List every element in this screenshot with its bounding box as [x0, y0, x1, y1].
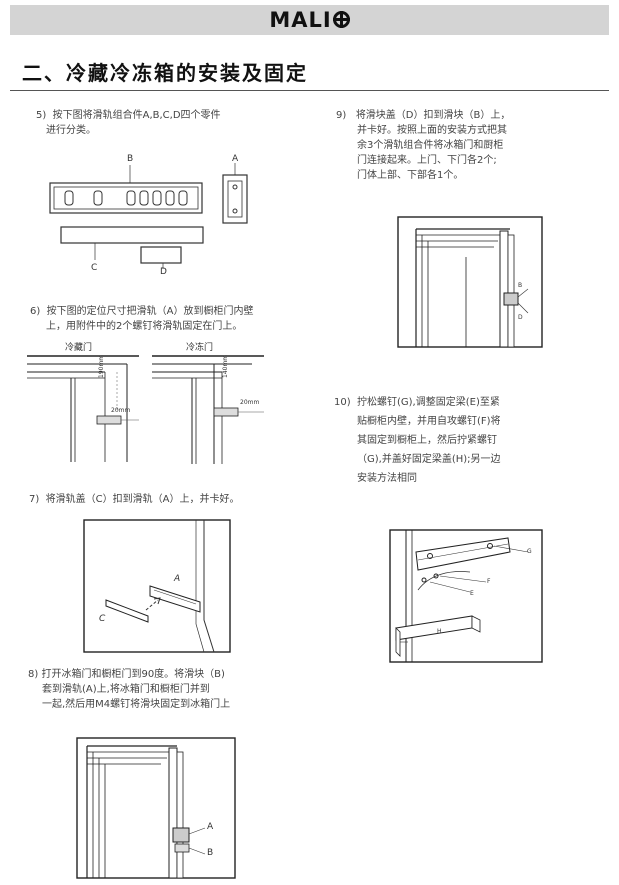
parts-figure: [49, 163, 248, 269]
slider-mount-figure: [76, 737, 236, 879]
step-text: 进行分类。: [46, 125, 96, 136]
step-10: 10) 拧松螺钉(G),调整固定梁(E)至紧 贴橱柜内壁，并用自攻螺钉(F)将 …: [334, 393, 501, 488]
door-position-figure-left: [27, 355, 139, 462]
step-number: 7): [29, 494, 40, 505]
step-text: 按下图将滑轨组合件A,B,C,D四个零件: [52, 110, 221, 121]
fig9-label-d: D: [518, 314, 523, 321]
step-text: 一起,然后用M4螺钉将滑块固定到冰箱门上: [42, 699, 231, 710]
step-6: 6) 按下图的定位尺寸把滑轨（A）放到橱柜门内壁 上，用附件中的2个螺钉将滑轨固…: [30, 304, 253, 334]
freezer-door-label: 冷冻门: [186, 343, 214, 353]
step-text: 拧松螺钉(G),调整固定梁(E)至紧: [357, 397, 500, 408]
header-bar: MALI: [10, 5, 609, 35]
slide-cover-figure: [83, 519, 231, 653]
brand-logo: MALI: [10, 8, 609, 32]
brand-text: MALI: [269, 8, 332, 32]
fig7-label-c: C: [99, 614, 106, 624]
step-number: 8): [28, 669, 39, 680]
step-text: 将滑块盖（D）扣到滑块（B）上，: [355, 110, 511, 121]
fig8-label-b: B: [207, 848, 214, 858]
step-text: 将滑轨盖（C）扣到滑轨（A）上，并卡好。: [45, 494, 240, 505]
step-number: 5): [36, 110, 47, 121]
step-text: 其固定到橱柜上，然后拧紧螺钉: [357, 435, 497, 446]
step-number: 6): [30, 306, 41, 317]
part-label-c: C: [91, 263, 98, 273]
step-text: 上，用附件中的2个螺钉将滑轨固定在门上。: [46, 321, 243, 332]
step-number: 10): [334, 397, 351, 408]
step-text: 门连接起来。上门、下门各2个;: [357, 155, 497, 166]
fig7-label-a: A: [174, 574, 181, 584]
dimension-140mm: 140mm: [222, 354, 229, 378]
dimension-190mm: 190mm: [98, 354, 105, 378]
step-9: 9) 将滑块盖（D）扣到滑块（B）上， 并卡好。按照上面的安装方式把其 余3个滑…: [336, 108, 510, 183]
step-text: 打开冰箱门和橱柜门到90度。将滑块（B): [41, 669, 225, 680]
door-position-figure-right: [152, 355, 264, 464]
fig10-label-h: H: [437, 628, 442, 635]
fixing-beam-figure: [389, 529, 543, 663]
fig10-label-f: F: [487, 578, 491, 585]
step-8: 8) 打开冰箱门和橱柜门到90度。将滑块（B) 套到滑轨(A)上,将冰箱门和橱柜…: [28, 667, 230, 712]
dimension-20mm-left: 20mm: [111, 407, 131, 414]
title-divider: [10, 90, 609, 91]
step-text: 门体上部、下部各1个。: [357, 170, 464, 181]
step-text: 按下图的定位尺寸把滑轨（A）放到橱柜门内壁: [46, 306, 254, 317]
part-label-d: D: [160, 267, 167, 277]
slider-cover-figure: [397, 216, 543, 348]
fig8-label-a: A: [207, 822, 214, 832]
step-text: 余3个滑轨组合件将冰箱门和厨柜: [357, 140, 504, 151]
step-7: 7) 将滑轨盖（C）扣到滑轨（A）上，并卡好。: [29, 492, 239, 507]
fig10-label-e: E: [470, 590, 474, 597]
part-label-a: A: [232, 154, 239, 164]
step-text: 并卡好。按照上面的安装方式把其: [357, 125, 507, 136]
step-text: 安装方法相同: [357, 473, 417, 484]
fig10-label-g: G: [527, 548, 532, 555]
dimension-20mm-right: 20mm: [240, 399, 260, 406]
brand-mark-icon: [332, 11, 350, 28]
step-5: 5) 按下图将滑轨组合件A,B,C,D四个零件 进行分类。: [36, 108, 221, 138]
step-text: （G),并盖好固定梁盖(H);另一边: [357, 454, 501, 465]
fridge-door-label: 冷藏门: [65, 343, 93, 353]
step-text: 贴橱柜内壁，并用自攻螺钉(F)将: [357, 416, 501, 427]
section-title: 二、冷藏冷冻箱的安装及固定: [22, 61, 308, 85]
step-number: 9): [336, 110, 347, 121]
part-label-b: B: [127, 154, 134, 164]
fig9-label-b: B: [518, 282, 523, 289]
step-text: 套到滑轨(A)上,将冰箱门和橱柜门并到: [42, 684, 210, 695]
